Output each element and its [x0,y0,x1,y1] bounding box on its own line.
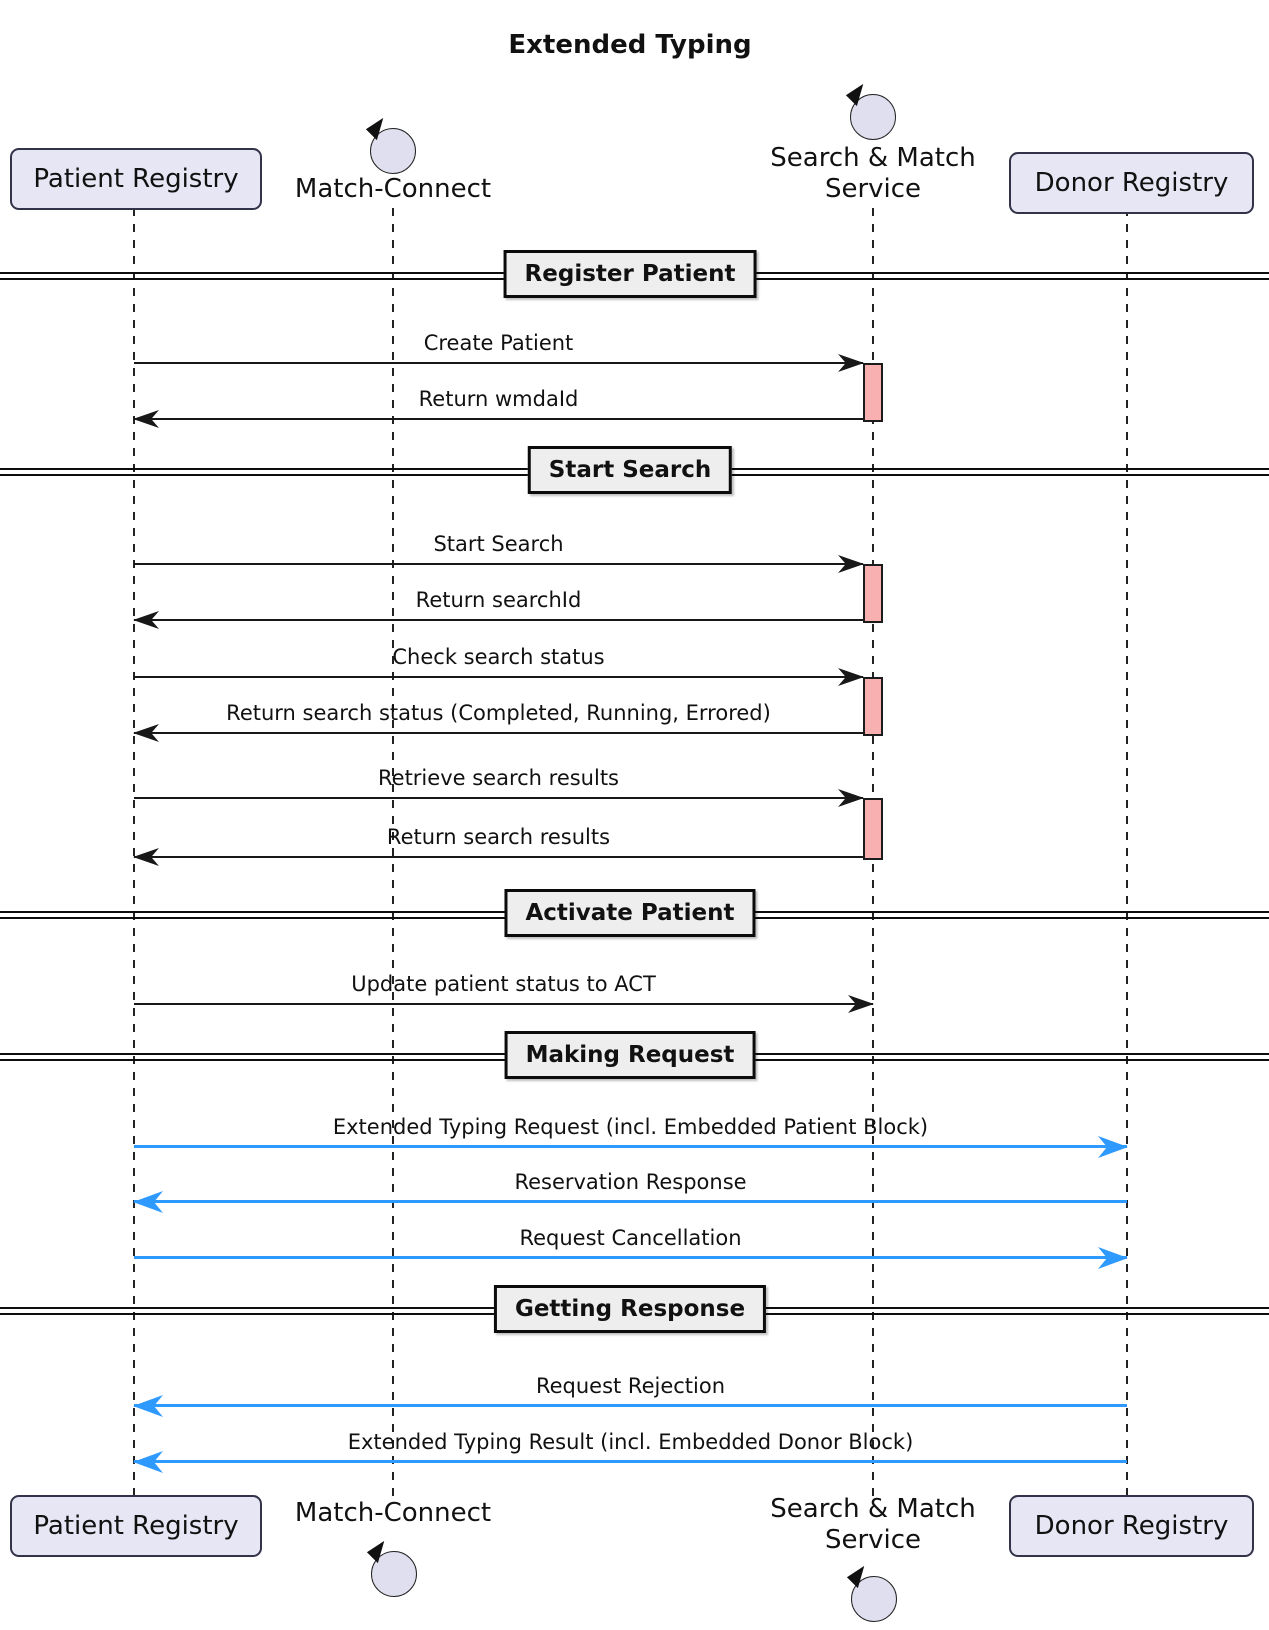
participant-label: Donor Registry [1034,1511,1229,1541]
participant-label-line2: Service [824,1525,922,1555]
message-label: Reservation Response [514,1170,747,1194]
message-label: Extended Typing Request (incl. Embedded … [332,1115,929,1139]
message-label: Start Search [433,532,564,556]
message-label: Return search results [386,825,611,849]
message-label: Return wmdaId [418,387,579,411]
diagram-title: Extended Typing [508,30,752,60]
participant-donor-registry-bottom: Donor Registry [1009,1495,1254,1557]
message-line [134,1460,1127,1463]
activation-bar [863,677,883,736]
message-label: Extended Typing Result (incl. Embedded D… [347,1430,914,1454]
participant-match-connect-top: Match-Connect [294,174,492,204]
control-icon-match-connect-bottom [371,1551,417,1597]
section-divider-register-patient: Register Patient [503,250,757,298]
message-line [134,418,863,420]
section-label: Activate Patient [525,900,735,926]
participant-label-line1: Search & Match [770,1494,976,1524]
section-divider-making-request: Making Request [504,1031,756,1079]
section-label: Register Patient [524,261,736,287]
message-line [134,797,863,799]
message-request-rejection: Request Rejection [133,1373,1127,1417]
message-return-searchid: Return searchId [133,587,863,629]
lifeline-match-connect [392,208,394,1496]
message-line [134,676,863,678]
participant-patient-registry-bottom: Patient Registry [10,1495,262,1557]
activation-bar [863,363,883,422]
section-label: Start Search [548,457,712,483]
message-label: Update patient status to ACT [351,972,656,996]
section-divider-start-search: Start Search [527,446,733,494]
message-retrieve-search-results: Retrieve search results [134,765,864,807]
message-label: Request Cancellation [519,1226,742,1250]
participant-label-line1: Search & Match [770,143,976,173]
message-line [134,1404,1127,1407]
message-line [134,1200,1127,1203]
message-line [134,619,863,621]
message-start-search: Start Search [134,531,864,573]
message-line [134,856,863,858]
lifeline-patient-registry [133,208,135,1496]
message-return-search-status: Return search status (Completed, Running… [133,700,863,742]
message-label: Retrieve search results [378,766,619,790]
participant-donor-registry-top: Donor Registry [1009,152,1254,214]
control-icon-match-connect-top [370,128,416,174]
message-line [134,1256,1127,1259]
message-label: Create Patient [423,331,574,355]
message-line [134,732,863,734]
message-line [134,563,863,565]
message-extended-typing-result: Extended Typing Result (incl. Embedded D… [133,1429,1127,1473]
participant-patient-registry-top: Patient Registry [10,148,262,210]
control-icon-search-match-bottom [851,1576,897,1622]
message-check-search-status: Check search status [134,644,864,686]
message-create-patient: Create Patient [134,330,864,372]
lifeline-donor-registry [1126,208,1128,1496]
section-label: Making Request [525,1042,735,1068]
section-label: Getting Response [514,1296,746,1322]
message-request-cancellation: Request Cancellation [134,1225,1128,1269]
message-label: Request Rejection [535,1374,726,1398]
participant-search-match-top: Search & Match Service [770,143,975,205]
activation-bar [863,564,883,623]
control-icon-search-match-top [850,94,896,140]
message-update-patient-status: Update patient status to ACT [134,971,874,1013]
message-return-wmdaid: Return wmdaId [133,386,863,428]
activation-bar [863,798,883,860]
participant-label: Patient Registry [33,1511,239,1541]
participant-label: Donor Registry [1034,168,1229,198]
participant-search-match-bottom: Search & Match Service [770,1494,975,1556]
message-line [134,1003,873,1005]
section-divider-activate-patient: Activate Patient [504,889,756,937]
message-label: Return search status (Completed, Running… [226,701,771,725]
message-reservation-response: Reservation Response [133,1169,1127,1213]
message-label: Return searchId [415,588,582,612]
participant-match-connect-bottom: Match-Connect [294,1498,492,1528]
participant-label: Patient Registry [33,164,239,194]
participant-label-line2: Service [824,174,922,204]
message-extended-typing-request: Extended Typing Request (incl. Embedded … [134,1114,1128,1158]
section-divider-getting-response: Getting Response [493,1285,767,1333]
message-line [134,362,863,364]
message-return-search-results: Return search results [133,824,863,866]
message-label: Check search status [392,645,605,669]
message-line [134,1145,1127,1148]
